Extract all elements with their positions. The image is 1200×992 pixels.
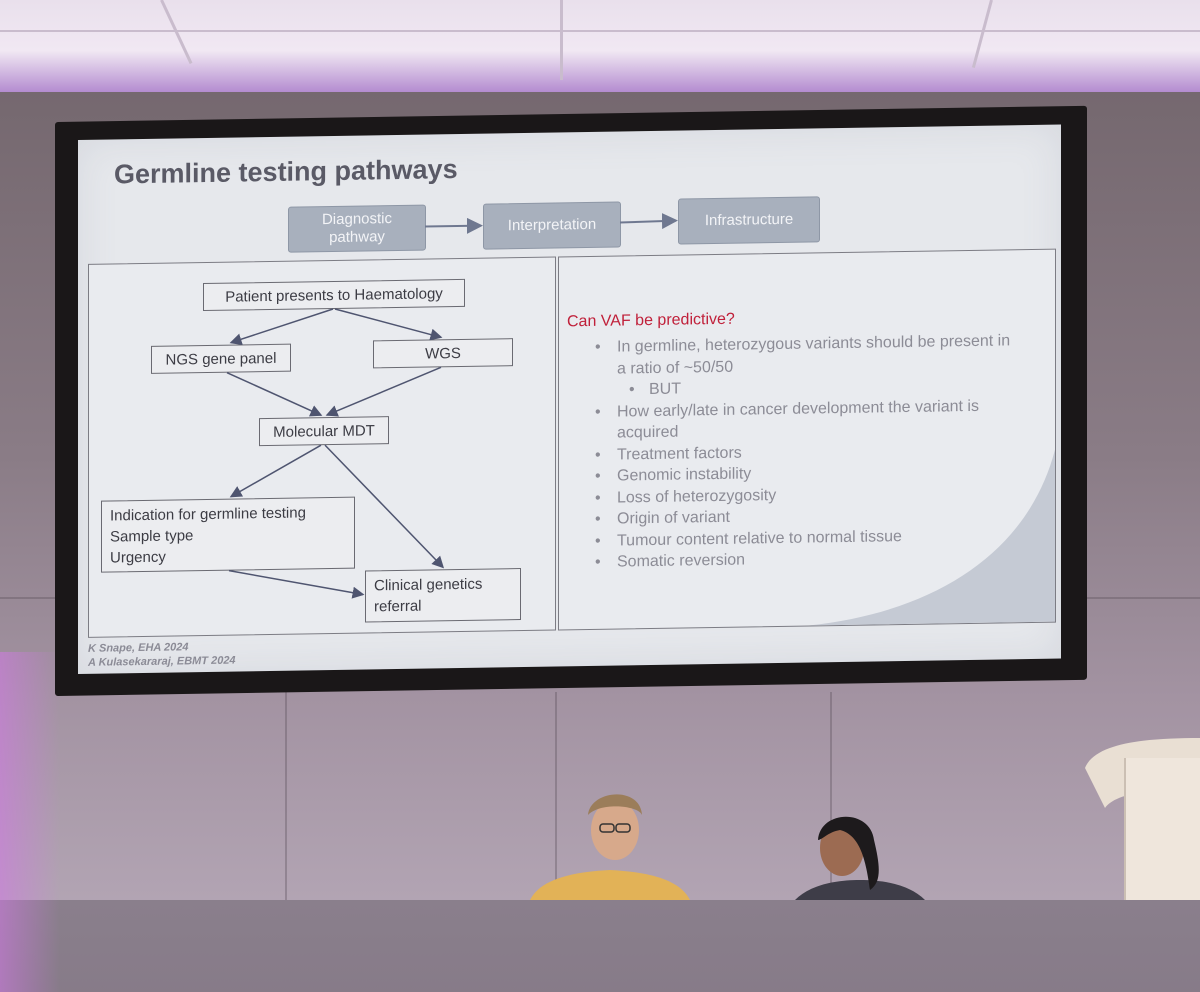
flow-arrow bbox=[226, 371, 323, 417]
vaf-bullet-list: In germline, heterozygous variants shoul… bbox=[591, 330, 1021, 573]
wall-light bbox=[0, 652, 60, 992]
speaker-left bbox=[530, 794, 690, 900]
flow-arrow bbox=[325, 366, 442, 417]
flow-arrow bbox=[229, 308, 334, 345]
vaf-panel: Can VAF be predictive? In germline, hete… bbox=[558, 248, 1056, 631]
ceiling-seam bbox=[0, 30, 1200, 32]
wall-seam bbox=[830, 692, 832, 900]
ceiling-seam bbox=[160, 0, 193, 65]
arrow-1 bbox=[425, 217, 483, 234]
arrow-2 bbox=[619, 213, 678, 230]
presentation-slide: Germline testing pathways Diagnostic pat… bbox=[78, 124, 1061, 674]
ceiling bbox=[0, 0, 1200, 92]
flow-arrow bbox=[324, 444, 445, 569]
flow-arrow bbox=[228, 569, 365, 599]
reference-line: A Kulasekararaj, EBMT 2024 bbox=[88, 654, 236, 669]
lectern bbox=[1085, 738, 1200, 900]
pathway-arrows bbox=[425, 213, 678, 234]
flowchart-panel: Patient presents to Haematology NGS gene… bbox=[88, 256, 556, 638]
bullet-item: In germline, heterozygous variants shoul… bbox=[591, 330, 1021, 380]
bullet-item: How early/late in cancer development the… bbox=[591, 395, 1021, 445]
flowchart-arrows bbox=[226, 308, 445, 599]
speaker-right bbox=[795, 816, 925, 900]
ceiling-seam bbox=[971, 0, 993, 69]
slide-references: K Snape, EHA 2024 A Kulasekararaj, EBMT … bbox=[88, 640, 236, 670]
vaf-question: Can VAF be predictive? bbox=[567, 310, 735, 331]
wall-seam bbox=[555, 692, 557, 900]
decorative-curve bbox=[809, 449, 1055, 626]
flow-arrow bbox=[229, 444, 322, 498]
wall-seam bbox=[285, 692, 287, 900]
flow-arrow bbox=[334, 308, 443, 341]
ceiling-seam bbox=[560, 0, 563, 80]
